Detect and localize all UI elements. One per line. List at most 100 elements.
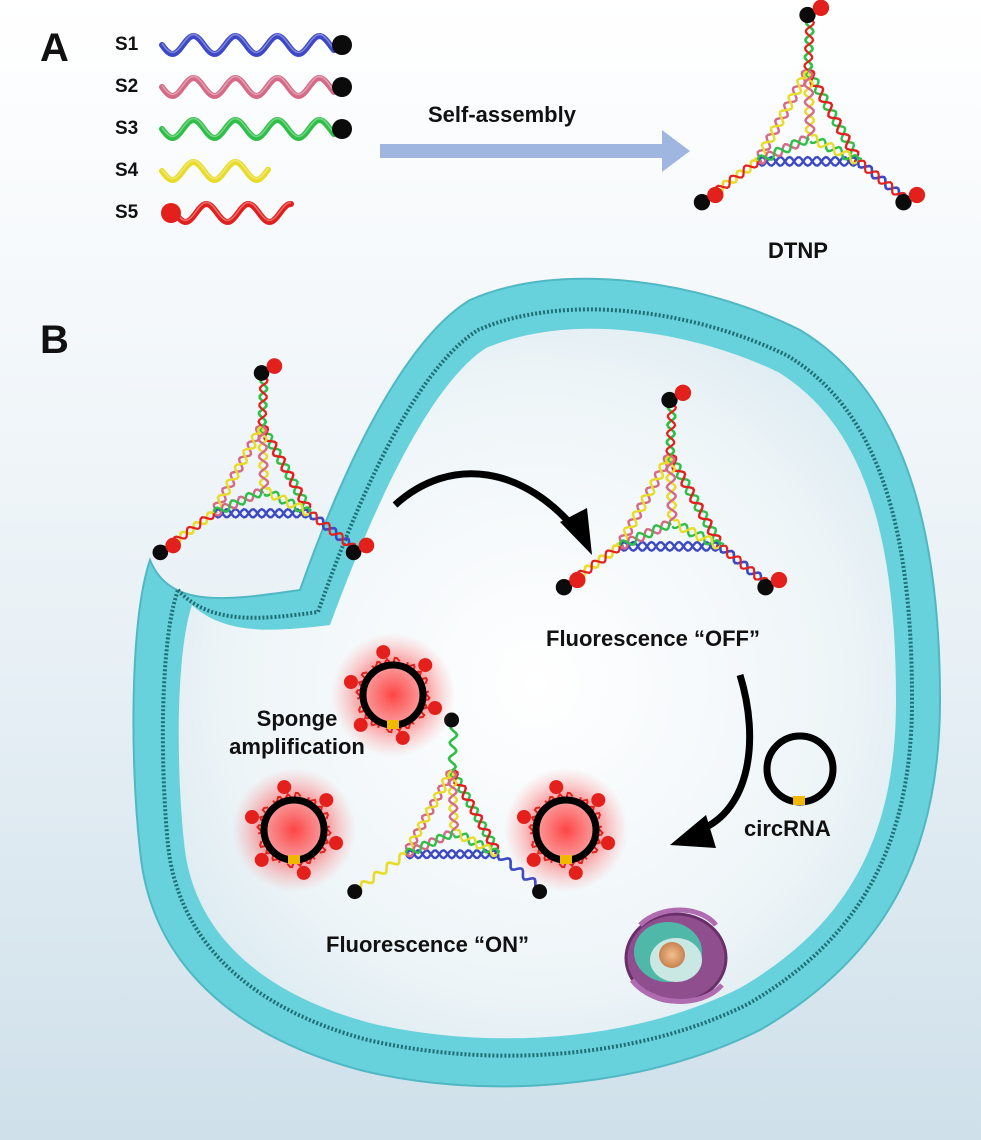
tetra-edge-1-strand-b [261, 424, 312, 514]
tetra-fluorophore-dot [358, 537, 375, 554]
strand-label-s1: S1 [115, 34, 139, 55]
strand-4-highlight [161, 159, 269, 180]
tetra-arm-0-probe [257, 371, 269, 427]
tetra-edge-0-strand-b [753, 69, 812, 161]
released-fluorophore-dot [254, 852, 269, 867]
tetra-edge-3-strand-b [802, 69, 816, 138]
self-assembly-arrow [380, 130, 690, 172]
bound-probe [358, 705, 381, 729]
bound-probe [272, 791, 302, 805]
cell-interior [178, 328, 896, 1039]
tetra-edge-5-strand-b [456, 828, 499, 858]
dtnp-tetrahedron-product [693, 0, 926, 211]
tetra-arm-2-probe [310, 511, 357, 550]
tetra-quencher-dot [532, 884, 548, 900]
tetra-edge-2-strand-a [404, 848, 499, 860]
self-assembly-label: Self-assembly [428, 102, 576, 127]
tetra-edge-5-strand-b [675, 518, 721, 550]
tetra-edge-1-strand-b [807, 69, 860, 164]
tetra-edge-2-strand-a [212, 507, 311, 519]
tetra-arm-0-strand [803, 13, 816, 72]
strand-1-wave [159, 32, 337, 58]
tetra-fluorophore-dot [165, 537, 182, 554]
tetra-fluorophore-dot [569, 571, 586, 589]
released-fluorophore-dot [549, 780, 564, 795]
bound-probe [578, 796, 601, 820]
back-splice-junction [560, 855, 572, 864]
dtnp-tetrahedron-entering-cell [152, 358, 375, 561]
tetra-fluorophore-dot [908, 186, 926, 204]
tetra-arm-2-strand [857, 161, 906, 202]
tetra-edge-2-strand-b [212, 507, 311, 519]
strand-list [159, 32, 352, 226]
circrna-free-ring [763, 732, 837, 806]
bound-probe [319, 825, 332, 854]
fluorescence-glow [504, 768, 628, 892]
tetra-edge-4-strand-b [618, 521, 671, 547]
recognition-arrow [698, 673, 754, 834]
strand-2-highlight [161, 75, 335, 96]
released-fluorophore-dot [376, 645, 391, 660]
tetra-edge-0-strand-a [618, 454, 671, 549]
panel-a-label: A [40, 26, 69, 70]
strand-1-highlight [161, 33, 335, 54]
tetra-edge-0-strand-b [212, 425, 265, 512]
bound-probe [259, 840, 282, 864]
released-fluorophore-dot [516, 809, 531, 824]
strand-label-s4: S4 [115, 160, 139, 181]
tetra-fluorophore-dot [707, 186, 724, 204]
fluorescence-glow [232, 768, 356, 892]
sponge-ring-0 [331, 633, 455, 757]
tetra-fluorophore-dot [812, 0, 830, 16]
tetra-edge-0-strand-a [404, 769, 453, 855]
tetra-quencher-dot [661, 391, 678, 409]
bound-probe [591, 825, 604, 854]
tetra-edge-5-strand-b [813, 133, 859, 165]
circrna-label: circRNA [744, 816, 831, 841]
tetra-arm-0-probe [803, 13, 815, 72]
bound-probe [286, 855, 316, 869]
nucleus-icon [624, 907, 728, 1004]
released-fluorophore-dot [526, 852, 541, 867]
dtnp-tetrahedron-off [555, 384, 788, 596]
bound-probe [528, 806, 541, 835]
strand-3-wave [159, 116, 337, 142]
tetra-edge-1-strand-b [451, 769, 500, 855]
back-splice-junction [288, 855, 300, 864]
strand-5-highlight [174, 201, 292, 222]
tetra-edge-3-strand-b [257, 424, 270, 491]
bound-probe [385, 720, 415, 734]
quencher-dot [332, 35, 352, 55]
released-fluorophore-dot [395, 730, 410, 745]
tetra-edge-4-strand-b [212, 488, 264, 514]
released-fluorophore-dot [319, 793, 334, 808]
tetra-edge-0-strand-b [615, 454, 674, 546]
strand-label-s3: S3 [115, 118, 139, 139]
tetra-fluorophore-dot [266, 358, 283, 374]
quencher-dot [332, 119, 352, 139]
fluorescence-on-label: Fluorescence “ON” [326, 932, 529, 957]
tetra-quencher-dot [347, 884, 363, 900]
tetra-fluorophore-dot [674, 384, 692, 401]
tetra-quencher-dot [345, 544, 362, 561]
bound-probe [405, 661, 428, 685]
tetra-arm-0-strand [257, 371, 270, 427]
tetra-quencher-dot [555, 579, 573, 596]
tetra-edge-2-strand-a [618, 540, 721, 553]
bound-probe [355, 671, 368, 700]
tetra-quencher-dot [152, 544, 169, 561]
tetra-quencher-dot [799, 6, 816, 24]
tetra-quencher-dot [895, 194, 912, 211]
tetra-edge-4-strand-b [404, 830, 454, 855]
sponge-label-line1: Sponge [256, 706, 338, 731]
fluorophore-dot [161, 203, 181, 223]
released-fluorophore-dot [329, 836, 344, 851]
tetra-arm-1-strand [359, 851, 407, 891]
sponge-label-line2: amplification [229, 734, 365, 759]
tetra-arm-2-probe [720, 544, 769, 584]
bound-probe [371, 656, 401, 670]
tetra-edge-2-strand-a [756, 155, 859, 168]
bound-probe [531, 840, 554, 864]
bound-probe [544, 791, 574, 805]
